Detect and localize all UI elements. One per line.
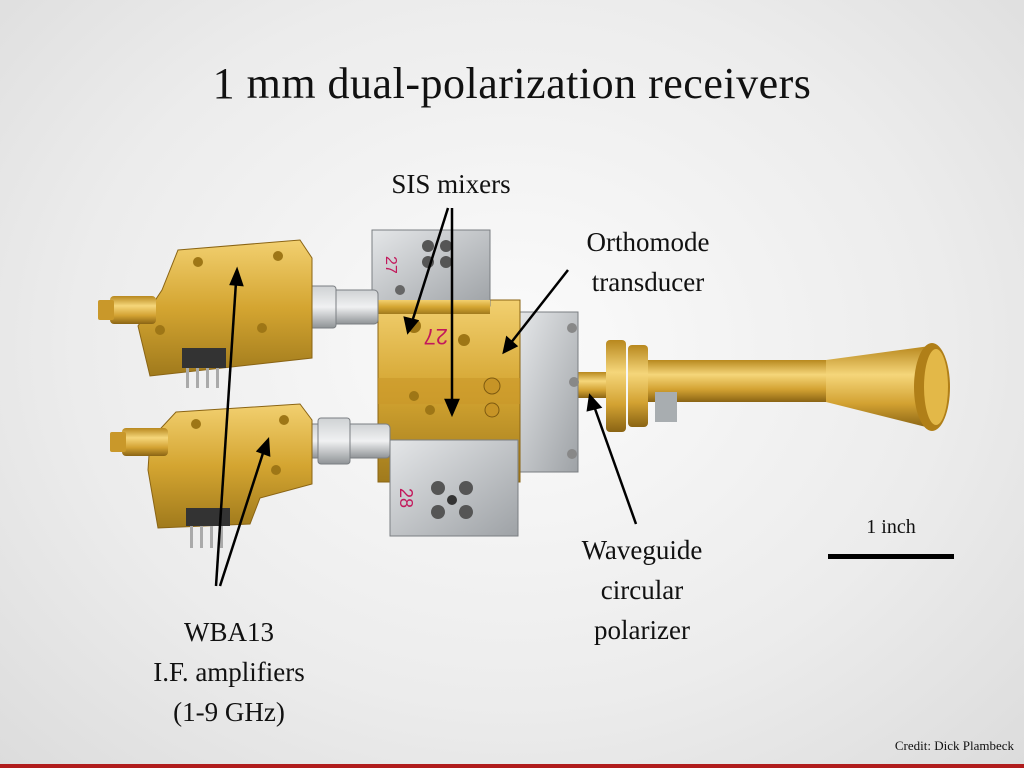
scale-label: 1 inch <box>866 516 916 538</box>
bottom-accent-rule <box>0 764 1024 768</box>
bottom-mixer-block: 28 <box>389 439 519 537</box>
bottom-mixer-mark: 28 <box>396 488 416 508</box>
waveguide-line-3: polarizer <box>594 615 690 645</box>
orthomode-block <box>519 311 579 473</box>
waveguide-line-2: circular <box>600 575 684 605</box>
photo-credit: Credit: Dick Plambeck <box>894 738 1014 753</box>
amplifiers-label: WBA13 I.F. amplifiers (1-9 GHz) <box>116 612 342 732</box>
top-mixer-mark: 27 <box>382 256 399 274</box>
feed-horn <box>575 340 950 432</box>
amplifiers-line-1: WBA13 <box>184 617 274 647</box>
top-amplifier <box>98 239 313 388</box>
amplifiers-line-2: I.F. amplifiers <box>153 657 305 687</box>
slide-title: 1 mm dual-polarization receivers <box>212 59 812 108</box>
bottom-amplifier <box>110 403 313 548</box>
waveguide-label: Waveguide circular polarizer <box>556 530 728 650</box>
center-mixer-mark: 27 <box>424 324 448 349</box>
top-mixer-block: 27 <box>371 229 491 314</box>
orthomode-line-2: transducer <box>591 267 705 297</box>
orthomode-line-1: Orthomode <box>586 227 710 257</box>
waveguide-line-1: Waveguide <box>581 535 703 565</box>
orthomode-label: Orthomode transducer <box>560 222 736 302</box>
sis-mixers-text: SIS mixers <box>391 169 511 199</box>
annotation-arrows <box>214 207 638 587</box>
sis-mixers-label: SIS mixers <box>366 164 536 204</box>
scale-bar <box>828 554 954 559</box>
amplifiers-line-3: (1-9 GHz) <box>173 697 285 727</box>
